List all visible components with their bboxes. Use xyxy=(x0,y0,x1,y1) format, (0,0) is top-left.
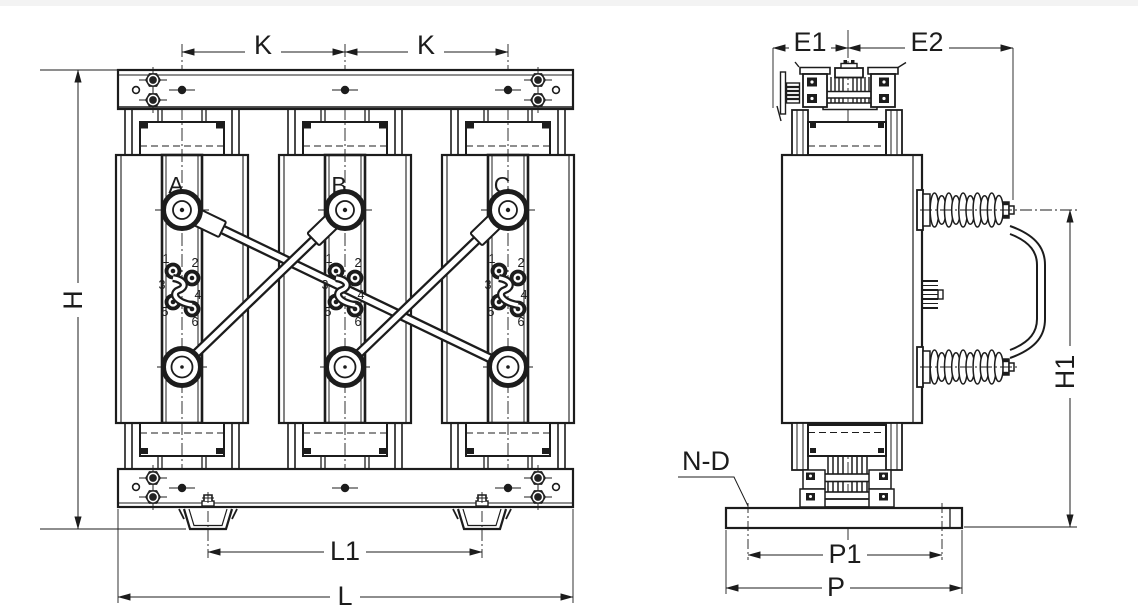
tap-labels: 1 2 3 4 5 6 1 2 3 4 5 6 1 2 3 4 5 6 xyxy=(159,252,528,329)
beam-hole xyxy=(551,85,561,95)
dim-l-label: L xyxy=(337,581,352,611)
tap-6-label-b: 6 xyxy=(355,315,362,329)
tap-1-label-c: 1 xyxy=(489,252,496,266)
dim-p1-label: P1 xyxy=(828,539,861,569)
dim-k-left-label: K xyxy=(254,30,272,60)
tap-2-label-a: 2 xyxy=(192,256,199,270)
phase-label-b: B xyxy=(331,172,346,198)
tap-4-label-b: 4 xyxy=(358,288,365,302)
mounting-holes-leader xyxy=(678,476,749,507)
tap-6-label-a: 6 xyxy=(192,315,199,329)
phase-label-a: A xyxy=(168,172,184,198)
mounting-holes-label: N-D xyxy=(682,446,730,476)
tap-5-label-c: 5 xyxy=(488,305,495,319)
beam-hole xyxy=(551,482,561,492)
dim-p-label: P xyxy=(827,572,845,602)
top-clamp-beam xyxy=(116,66,575,114)
tap-5-label-a: 5 xyxy=(162,305,169,319)
tap-2-label-c: 2 xyxy=(518,256,525,270)
beam-hole xyxy=(131,482,141,492)
tap-3-label-a: 3 xyxy=(159,278,166,292)
hv-tap-terminal xyxy=(921,278,944,310)
dim-h1-label: H1 xyxy=(1050,355,1080,390)
tap-4-label-c: 4 xyxy=(521,288,528,302)
foot-centerlines xyxy=(207,492,483,558)
dim-l1-label: L1 xyxy=(330,536,360,566)
side-top-clamp xyxy=(791,109,903,156)
roller-assembly xyxy=(799,456,895,508)
dim-k-right-label: K xyxy=(417,30,435,60)
base-channel xyxy=(724,503,964,560)
tap-4-label-a: 4 xyxy=(195,288,202,302)
delta-busbars xyxy=(178,205,512,372)
bottom-clamp-beam xyxy=(116,464,575,511)
beam-hole xyxy=(131,85,141,95)
dim-e1-label: E1 xyxy=(793,27,826,57)
phase-label-c: C xyxy=(494,172,511,198)
tap-1-label-a: 1 xyxy=(163,252,170,266)
tap-2-label-b: 2 xyxy=(355,256,362,270)
window-edge xyxy=(0,0,1138,6)
lv-terminal-stack xyxy=(776,60,907,122)
tap-5-label-b: 5 xyxy=(325,305,332,319)
side-body xyxy=(780,153,924,425)
side-bottom-clamp xyxy=(791,422,903,471)
tap-6-label-c: 6 xyxy=(518,315,525,329)
dimensions: K K H L1 L E1 E2 xyxy=(40,27,1080,611)
side-view xyxy=(724,44,1077,560)
dim-e2-label: E2 xyxy=(910,27,943,57)
tap-1-label-b: 1 xyxy=(326,252,333,266)
tap-3-label-b: 3 xyxy=(322,278,329,292)
phase-centerlines xyxy=(181,44,509,500)
tap-3-label-c: 3 xyxy=(485,278,492,292)
dim-h-label: H xyxy=(58,290,88,310)
hv-link-busbar xyxy=(1009,225,1046,359)
bushing-axes xyxy=(920,209,1077,368)
front-view: 1 2 3 4 5 6 1 2 3 4 5 6 1 2 3 4 5 6 A B … xyxy=(114,44,576,558)
